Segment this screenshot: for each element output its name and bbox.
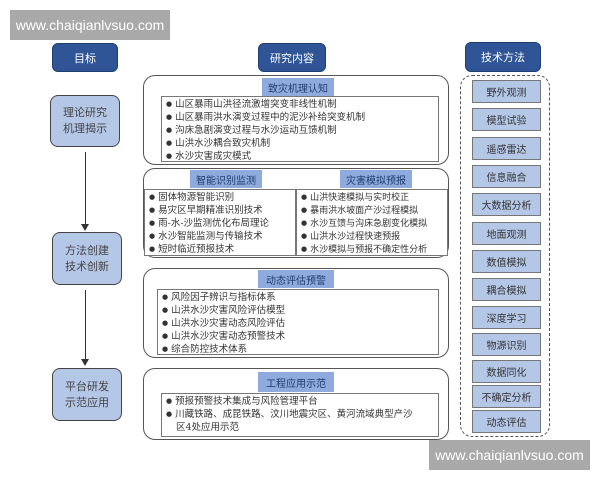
list-item: 暴雨洪水坡面产沙过程模拟 <box>301 204 443 217</box>
list-item: 雨-水-沙监测优化布局理论 <box>149 217 291 230</box>
list-item: 川藏铁路、成昆铁路、汶川地震灾区、黄河流域典型产沙 <box>166 408 434 421</box>
method-item: 遥感雷达 <box>472 137 541 160</box>
list-item: 水沙模拟与预报不确定性分析 <box>301 243 443 256</box>
list-item: 山洪水沙耦合致灾机制 <box>166 137 434 150</box>
watermark-bottom: www.chaiqianlvsuo.com <box>429 440 590 470</box>
list-item: 山区暴雨山洪径流激增突变非线性机制 <box>166 98 434 111</box>
arrow-down-icon <box>81 359 89 366</box>
method-item: 地面观测 <box>472 222 541 245</box>
method-item: 物源识别 <box>472 333 541 356</box>
tab-application: 工程应用示范 <box>258 372 334 392</box>
tab-simulation: 灾害模拟预报 <box>340 170 412 188</box>
arrow-line <box>85 290 86 360</box>
list-simulation: 山洪快速模拟与实时校正暴雨洪水坡面产沙过程模拟水沙互馈与沟床急剧变化模拟山洪水沙… <box>296 189 448 256</box>
list-item: 山洪水沙灾害风险评估模型 <box>162 304 434 317</box>
list-mechanism: 山区暴雨山洪径流激增突变非线性机制山区暴雨洪水演变过程中的泥沙补给突变机制沟床急… <box>161 96 439 162</box>
list-item: 易灾区早期精准识别技术 <box>149 204 291 217</box>
arrow-line <box>85 152 86 225</box>
goal-line: 平台研发 <box>65 379 109 393</box>
list-item: 短时临近预报技术 <box>149 243 291 256</box>
list-item: 综合防控技术体系 <box>162 343 434 356</box>
tab-monitor: 智能识别监测 <box>190 170 262 188</box>
goal-theory: 理论研究机理揭示 <box>50 95 120 147</box>
tab-mechanism: 致灾机理认知 <box>262 78 334 96</box>
header-content: 研究内容 <box>258 43 326 72</box>
list-application: 预报预警技术集成与风险管理平台川藏铁路、成昆铁路、汶川地震灾区、黄河流域典型产沙… <box>161 393 439 437</box>
list-item: 山洪快速模拟与实时校正 <box>301 191 443 204</box>
list-item: 水沙智能监测与传输技术 <box>149 230 291 243</box>
list-item: 山洪水沙灾害动态风险评估 <box>162 317 434 330</box>
methods-container <box>460 75 550 437</box>
goal-line: 理论研究 <box>63 106 107 119</box>
method-item: 大数据分析 <box>472 193 541 216</box>
method-item: 数据同化 <box>472 360 541 383</box>
goal-platform: 平台研发示范应用 <box>52 368 122 421</box>
list-assessment: 风险因子辨识与指标体系山洪水沙灾害风险评估模型山洪水沙灾害动态风险评估山洪水沙灾… <box>157 289 439 355</box>
watermark-top: www.chaiqianlvsuo.com <box>10 10 170 40</box>
list-item: 预报预警技术集成与风险管理平台 <box>166 395 434 408</box>
method-item: 不确定分析 <box>472 385 541 408</box>
list-item: 山区暴雨洪水演变过程中的泥沙补给突变机制 <box>166 111 434 124</box>
method-item: 模型试验 <box>472 108 541 131</box>
list-item: 山洪水沙灾害动态预警技术 <box>162 330 434 343</box>
list-item: 风险因子辨识与指标体系 <box>162 291 434 304</box>
method-item: 耦合模拟 <box>472 278 541 301</box>
arrow-down-icon <box>81 224 89 231</box>
list-item: 沟床急剧演变过程与水沙运动互馈机制 <box>166 124 434 137</box>
list-item-continuation: 区4处应用示范 <box>176 422 240 433</box>
method-item: 动态评估 <box>472 410 541 433</box>
method-item: 深度学习 <box>472 306 541 329</box>
method-item: 信息融合 <box>472 165 541 188</box>
goal-line: 机理揭示 <box>63 122 107 135</box>
goal-line: 方法创建 <box>65 243 109 257</box>
list-item: 水沙互馈与沟床急剧变化模拟 <box>301 217 443 230</box>
list-monitor: 固体物源智能识别易灾区早期精准识别技术雨-水-沙监测优化布局理论水沙智能监测与传… <box>144 189 296 256</box>
goal-line: 示范应用 <box>65 395 109 409</box>
tab-assessment: 动态评估预警 <box>258 270 334 288</box>
list-item: 山洪水沙过程快速预报 <box>301 230 443 243</box>
method-item: 野外观测 <box>472 80 541 103</box>
goal-line: 技术创新 <box>65 259 109 273</box>
header-goal: 目标 <box>52 43 118 72</box>
method-item: 数值模拟 <box>472 250 541 273</box>
header-method: 技术方法 <box>465 42 541 72</box>
list-item: 固体物源智能识别 <box>149 191 291 204</box>
goal-method: 方法创建技术创新 <box>52 232 122 285</box>
list-item: 水沙灾害成灾模式 <box>166 150 434 163</box>
